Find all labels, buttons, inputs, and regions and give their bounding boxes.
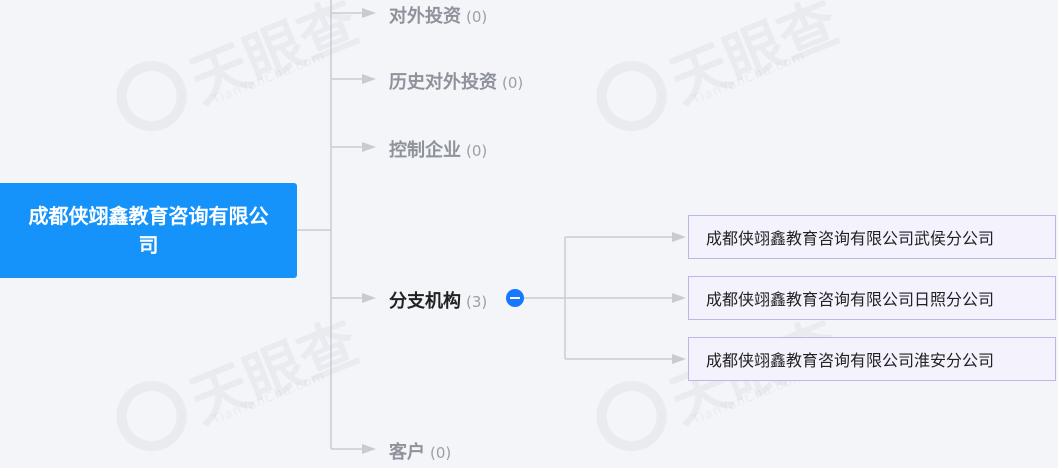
branch-count: (0) [430, 444, 452, 462]
collapse-toggle-icon[interactable] [506, 289, 524, 307]
branch-count: (3) [466, 293, 488, 311]
branch-office-node[interactable]: 成都侠翊鑫教育咨询有限公司武侯分公司 [688, 215, 1056, 259]
branch-office-node[interactable]: 成都侠翊鑫教育咨询有限公司淮安分公司 [688, 337, 1056, 381]
branch-label: 对外投资 [389, 6, 461, 27]
branch-office-label: 成都侠翊鑫教育咨询有限公司日照分公司 [706, 290, 995, 309]
branch-branch-offices[interactable]: 分支机构 (3) [389, 287, 487, 313]
root-company-label: 成都侠翊鑫教育咨询有限公司 [28, 203, 269, 257]
branch-count: (0) [466, 8, 488, 26]
branch-count: (0) [466, 142, 488, 160]
branch-customers[interactable]: 客户 (0) [389, 438, 451, 464]
arrow-icon [672, 232, 686, 242]
root-company-node[interactable]: 成都侠翊鑫教育咨询有限公司 [0, 183, 297, 278]
branch-label: 分支机构 [389, 291, 461, 312]
arrow-icon [362, 8, 376, 18]
branch-label: 历史对外投资 [389, 72, 497, 93]
arrow-icon [362, 74, 376, 84]
arrow-icon [362, 142, 376, 152]
branch-controlled-companies[interactable]: 控制企业 (0) [389, 136, 487, 162]
branch-office-label: 成都侠翊鑫教育咨询有限公司淮安分公司 [706, 351, 995, 370]
arrow-icon [672, 293, 686, 303]
branch-historical-outbound-investment[interactable]: 历史对外投资 (0) [389, 68, 523, 94]
branch-office-label: 成都侠翊鑫教育咨询有限公司武侯分公司 [706, 229, 995, 248]
branch-label: 控制企业 [389, 140, 461, 161]
arrow-icon [362, 293, 376, 303]
arrow-icon [362, 444, 376, 454]
arrow-icon [672, 354, 686, 364]
branch-outbound-investment[interactable]: 对外投资 (0) [389, 2, 487, 28]
branch-label: 客户 [389, 442, 425, 463]
branch-count: (0) [502, 74, 524, 92]
branch-office-node[interactable]: 成都侠翊鑫教育咨询有限公司日照分公司 [688, 276, 1056, 320]
